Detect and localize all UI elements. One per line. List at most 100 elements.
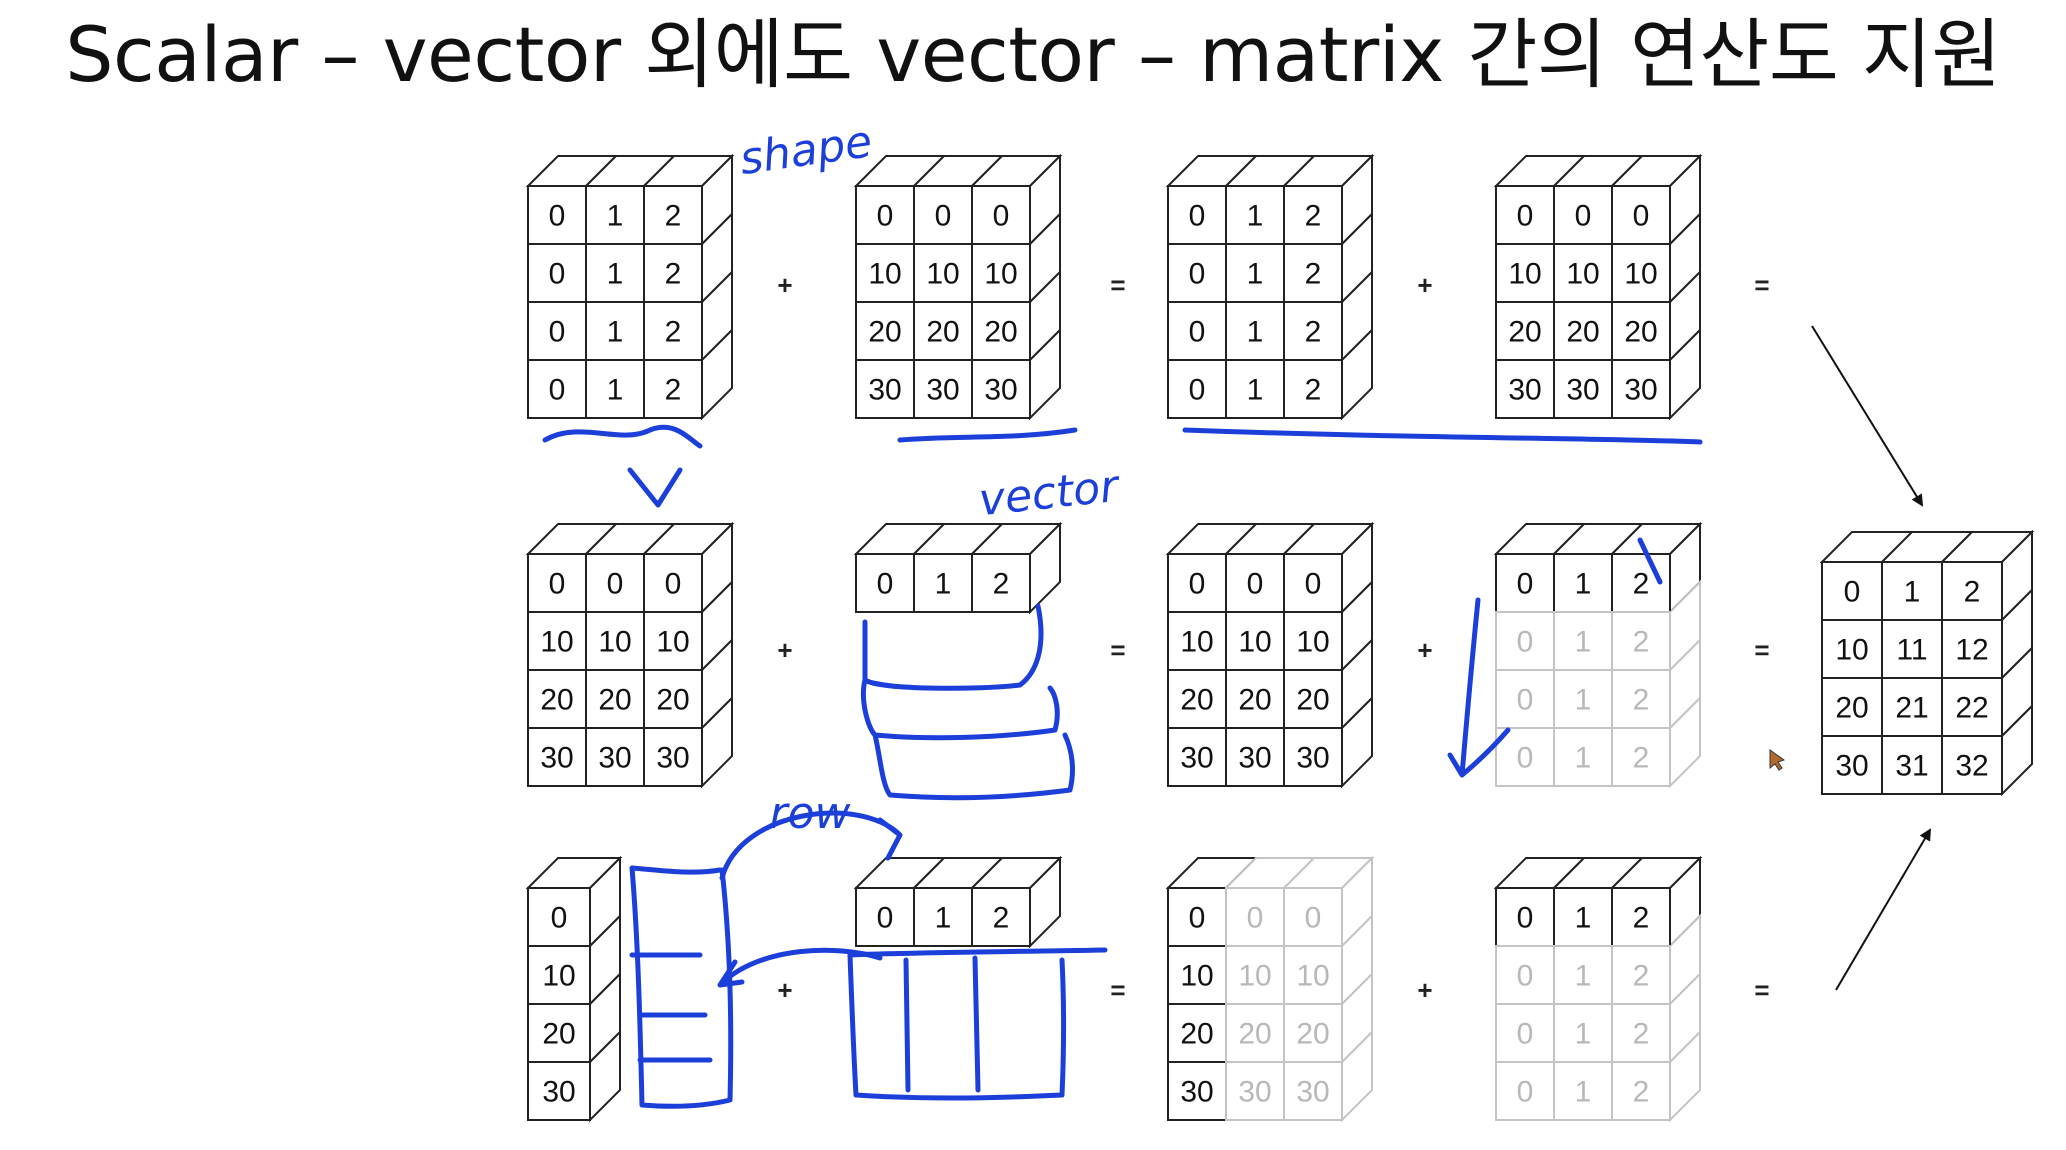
array-cell-value: 1 (1247, 316, 1264, 349)
array-cell: 0 (1495, 887, 1555, 947)
array-cell-value: 20 (1238, 1018, 1271, 1051)
array-cell: 11 (1881, 619, 1943, 679)
array-cell-value: 0 (549, 258, 566, 291)
array-cell-value: 1 (607, 374, 624, 407)
array-cell-box (1553, 553, 1613, 613)
array-cell: 0 (527, 301, 587, 361)
array-cell: 20 (1225, 669, 1285, 729)
array-cell: 10 (971, 243, 1031, 303)
array-cell-value: 0 (549, 200, 566, 233)
array-cell-value: 10 (868, 258, 901, 291)
array-cell-box (1611, 1061, 1671, 1121)
array-cell-box (1167, 669, 1227, 729)
array-cell: 32 (1941, 735, 2003, 795)
array-cell-box (1283, 945, 1343, 1005)
array-cell-box (1553, 1061, 1613, 1121)
array-cell: 10 (1283, 945, 1343, 1005)
array-cell: 30 (971, 359, 1031, 419)
array-cell-value: 0 (877, 200, 894, 233)
array-cell: 20 (1495, 301, 1555, 361)
array-cell-value: 1 (1247, 374, 1264, 407)
plus-operator: + (1417, 975, 1432, 1005)
array-cell-value: 20 (1624, 316, 1657, 349)
array-cell: 20 (1821, 677, 1883, 737)
array-cell-box (1283, 1061, 1343, 1121)
array-cell: 0 (1821, 561, 1883, 621)
array-cell-box (1495, 1061, 1555, 1121)
array-cell-box (585, 727, 645, 787)
array-cell-value: 2 (993, 902, 1010, 935)
array-cell-value: 30 (1238, 742, 1271, 775)
array-cell-value: 20 (542, 1018, 575, 1051)
array-cell: 0 (1495, 1061, 1555, 1121)
array-cell-box (971, 887, 1031, 947)
array-cell-value: 10 (540, 626, 573, 659)
array-cell: 2 (643, 301, 703, 361)
array-cell: 0 (1495, 553, 1555, 613)
plus-operator: + (1417, 270, 1432, 300)
array-cell: 30 (1167, 1061, 1227, 1121)
array-cell-value: 0 (877, 902, 894, 935)
array-cell: 0 (585, 553, 645, 613)
array-cell-value: 1 (1575, 626, 1592, 659)
array-cell-value: 2 (665, 258, 682, 291)
array-cell-value: 0 (1517, 960, 1534, 993)
array-cell-value: 30 (1508, 374, 1541, 407)
array-cell-value: 1 (935, 568, 952, 601)
array-cell: 1 (1225, 185, 1285, 245)
array-cell-value: 0 (1189, 568, 1206, 601)
array-cell-box (913, 553, 973, 613)
array-cell: 21 (1881, 677, 1943, 737)
array-cell: 10 (1167, 945, 1227, 1005)
array-cell-value: 0 (1517, 742, 1534, 775)
array-cell: 0 (1495, 669, 1555, 729)
array-cell: 0 (527, 185, 587, 245)
array-cell-box (1283, 301, 1343, 361)
array-cell: 30 (855, 359, 915, 419)
array-cell: 1 (1553, 945, 1613, 1005)
array-cell-value: 2 (1633, 626, 1650, 659)
array-cell-value: 30 (984, 374, 1017, 407)
array-cell-value: 2 (665, 374, 682, 407)
array-cell-value: 10 (656, 626, 689, 659)
array-cell: 30 (1495, 359, 1555, 419)
array-cell: 10 (527, 945, 591, 1005)
array-cell: 0 (527, 359, 587, 419)
array-cell: 2 (971, 553, 1031, 613)
array-cell: 0 (1167, 359, 1227, 419)
array-cell-value: 10 (1508, 258, 1541, 291)
array-cell-value: 10 (984, 258, 1017, 291)
array-cell-box (1167, 727, 1227, 787)
array-cell-value: 0 (1517, 684, 1534, 717)
array-cell: 2 (643, 243, 703, 303)
array-cell-box (1611, 887, 1671, 947)
array-cell: 0 (1283, 553, 1343, 613)
array-cell-value: 20 (1238, 684, 1271, 717)
array-cell: 20 (1611, 301, 1671, 361)
array-cell: 10 (1495, 243, 1555, 303)
array-cell: 0 (1495, 185, 1555, 245)
array-cell: 1 (585, 185, 645, 245)
ink-check-v (627, 467, 683, 508)
array-cell: 2 (1611, 611, 1671, 671)
equals-operator: = (1110, 270, 1125, 300)
array-cell-value: 30 (868, 374, 901, 407)
array-cell-value: 2 (1633, 684, 1650, 717)
array-cell-value: 2 (1305, 200, 1322, 233)
array-cell: 1 (1225, 301, 1285, 361)
array-cell-box (527, 945, 591, 1005)
array-cell: 0 (527, 887, 591, 947)
array-cell: 0 (855, 553, 915, 613)
array-cell-box (1167, 1003, 1227, 1063)
array-cell-value: 2 (1633, 1076, 1650, 1109)
array-cell: 0 (1225, 887, 1285, 947)
array-cell: 10 (1225, 945, 1285, 1005)
array-cell-value: 1 (1575, 742, 1592, 775)
annotation-shape: shape (737, 116, 876, 185)
array-cell: 2 (643, 359, 703, 419)
